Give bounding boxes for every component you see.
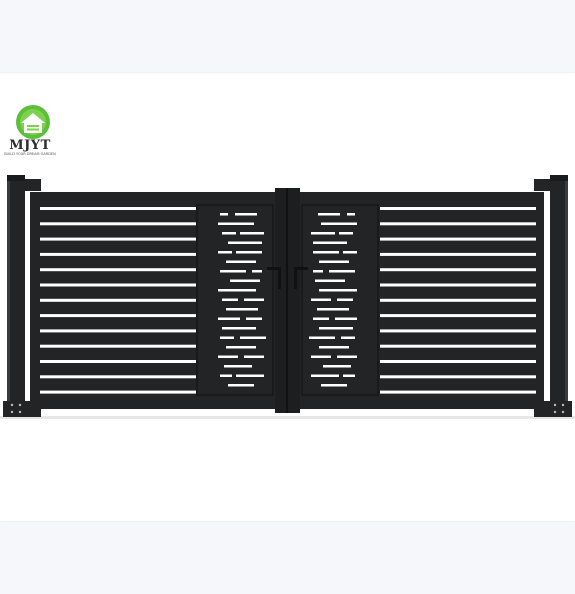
pattern-slot xyxy=(341,336,355,339)
pattern-slot xyxy=(222,327,256,330)
pattern-slot xyxy=(218,289,256,292)
slat xyxy=(40,360,196,363)
slat xyxy=(40,283,196,287)
slat xyxy=(380,314,536,318)
pattern-slot xyxy=(313,317,329,320)
slat xyxy=(40,268,196,272)
logo-brand-text: MJYT xyxy=(9,138,51,153)
pattern-slot xyxy=(317,232,335,235)
pattern-slot xyxy=(244,298,264,301)
slat xyxy=(380,252,536,256)
pattern-slot xyxy=(311,232,319,235)
pattern-slot xyxy=(335,317,357,320)
slat xyxy=(380,390,536,394)
slat xyxy=(380,268,536,272)
left-pattern-slots xyxy=(218,213,266,387)
right-post xyxy=(534,175,572,417)
pattern-slot xyxy=(309,336,335,339)
pattern-slot xyxy=(329,270,355,273)
slat xyxy=(40,237,196,241)
pattern-slot xyxy=(236,374,264,377)
right-horizontal-slats xyxy=(380,207,536,394)
pattern-slot xyxy=(311,355,331,358)
pattern-slot xyxy=(319,346,349,349)
slat xyxy=(40,314,196,318)
slat xyxy=(380,207,536,210)
pattern-slot xyxy=(222,232,236,235)
pattern-slot xyxy=(256,232,264,235)
pattern-slot xyxy=(313,270,323,273)
pattern-slot xyxy=(222,298,238,301)
pattern-slot xyxy=(313,241,347,244)
pattern-slot xyxy=(240,336,266,339)
pattern-slot xyxy=(323,365,351,368)
pattern-slot xyxy=(347,213,355,216)
pattern-slot xyxy=(337,298,353,301)
mjyt-logo-icon xyxy=(16,105,50,139)
pattern-slot xyxy=(337,355,357,358)
pattern-slot xyxy=(321,222,357,225)
pattern-slot xyxy=(317,308,349,311)
left-horizontal-slats xyxy=(40,207,196,394)
pattern-slot xyxy=(240,232,258,235)
pattern-slot xyxy=(311,374,339,377)
pattern-slot xyxy=(220,270,246,273)
pattern-slot xyxy=(220,336,234,339)
slat xyxy=(380,360,536,363)
slat xyxy=(40,375,196,379)
pattern-slot xyxy=(226,260,256,263)
pattern-slot xyxy=(220,374,232,377)
slat xyxy=(380,222,536,226)
pattern-slot xyxy=(228,384,254,387)
slat xyxy=(380,375,536,379)
pattern-slot xyxy=(319,260,349,263)
slat xyxy=(40,390,196,394)
slat xyxy=(380,237,536,241)
slat xyxy=(40,207,196,210)
pattern-slot xyxy=(343,251,357,254)
pattern-slot xyxy=(235,213,257,216)
pattern-slot xyxy=(244,355,264,358)
pattern-slot xyxy=(319,289,357,292)
slat xyxy=(380,344,536,348)
pattern-slot xyxy=(220,213,228,216)
gate-handles xyxy=(267,267,308,289)
pattern-slot xyxy=(321,384,347,387)
slat xyxy=(380,298,536,302)
pattern-slot xyxy=(218,251,232,254)
slat xyxy=(40,329,196,333)
pattern-slot xyxy=(252,270,262,273)
pattern-slot xyxy=(318,213,340,216)
aluminum-double-gate xyxy=(0,175,575,419)
right-pattern-slots xyxy=(309,213,357,387)
pattern-slot xyxy=(343,374,355,377)
pattern-slot xyxy=(218,317,240,320)
pattern-slot xyxy=(236,251,262,254)
pattern-slot xyxy=(218,222,254,225)
pattern-slot xyxy=(224,365,252,368)
pattern-slot xyxy=(315,279,345,282)
slat xyxy=(40,252,196,256)
slat xyxy=(40,222,196,226)
pattern-slot xyxy=(230,279,260,282)
ground-shadow xyxy=(0,416,575,419)
slat xyxy=(380,329,536,333)
pattern-slot xyxy=(311,298,331,301)
pattern-slot xyxy=(246,317,262,320)
slat xyxy=(40,298,196,302)
pattern-slot xyxy=(319,327,353,330)
slat xyxy=(380,283,536,287)
left-post xyxy=(3,175,41,417)
pattern-slot xyxy=(339,232,353,235)
pattern-slot xyxy=(226,346,256,349)
slat xyxy=(40,344,196,348)
pattern-slot xyxy=(226,308,258,311)
pattern-slot xyxy=(228,241,262,244)
logo-tagline: BUILD YOUR DREAM GARDEN xyxy=(4,152,56,156)
pattern-slot xyxy=(313,251,339,254)
pattern-slot xyxy=(218,355,238,358)
